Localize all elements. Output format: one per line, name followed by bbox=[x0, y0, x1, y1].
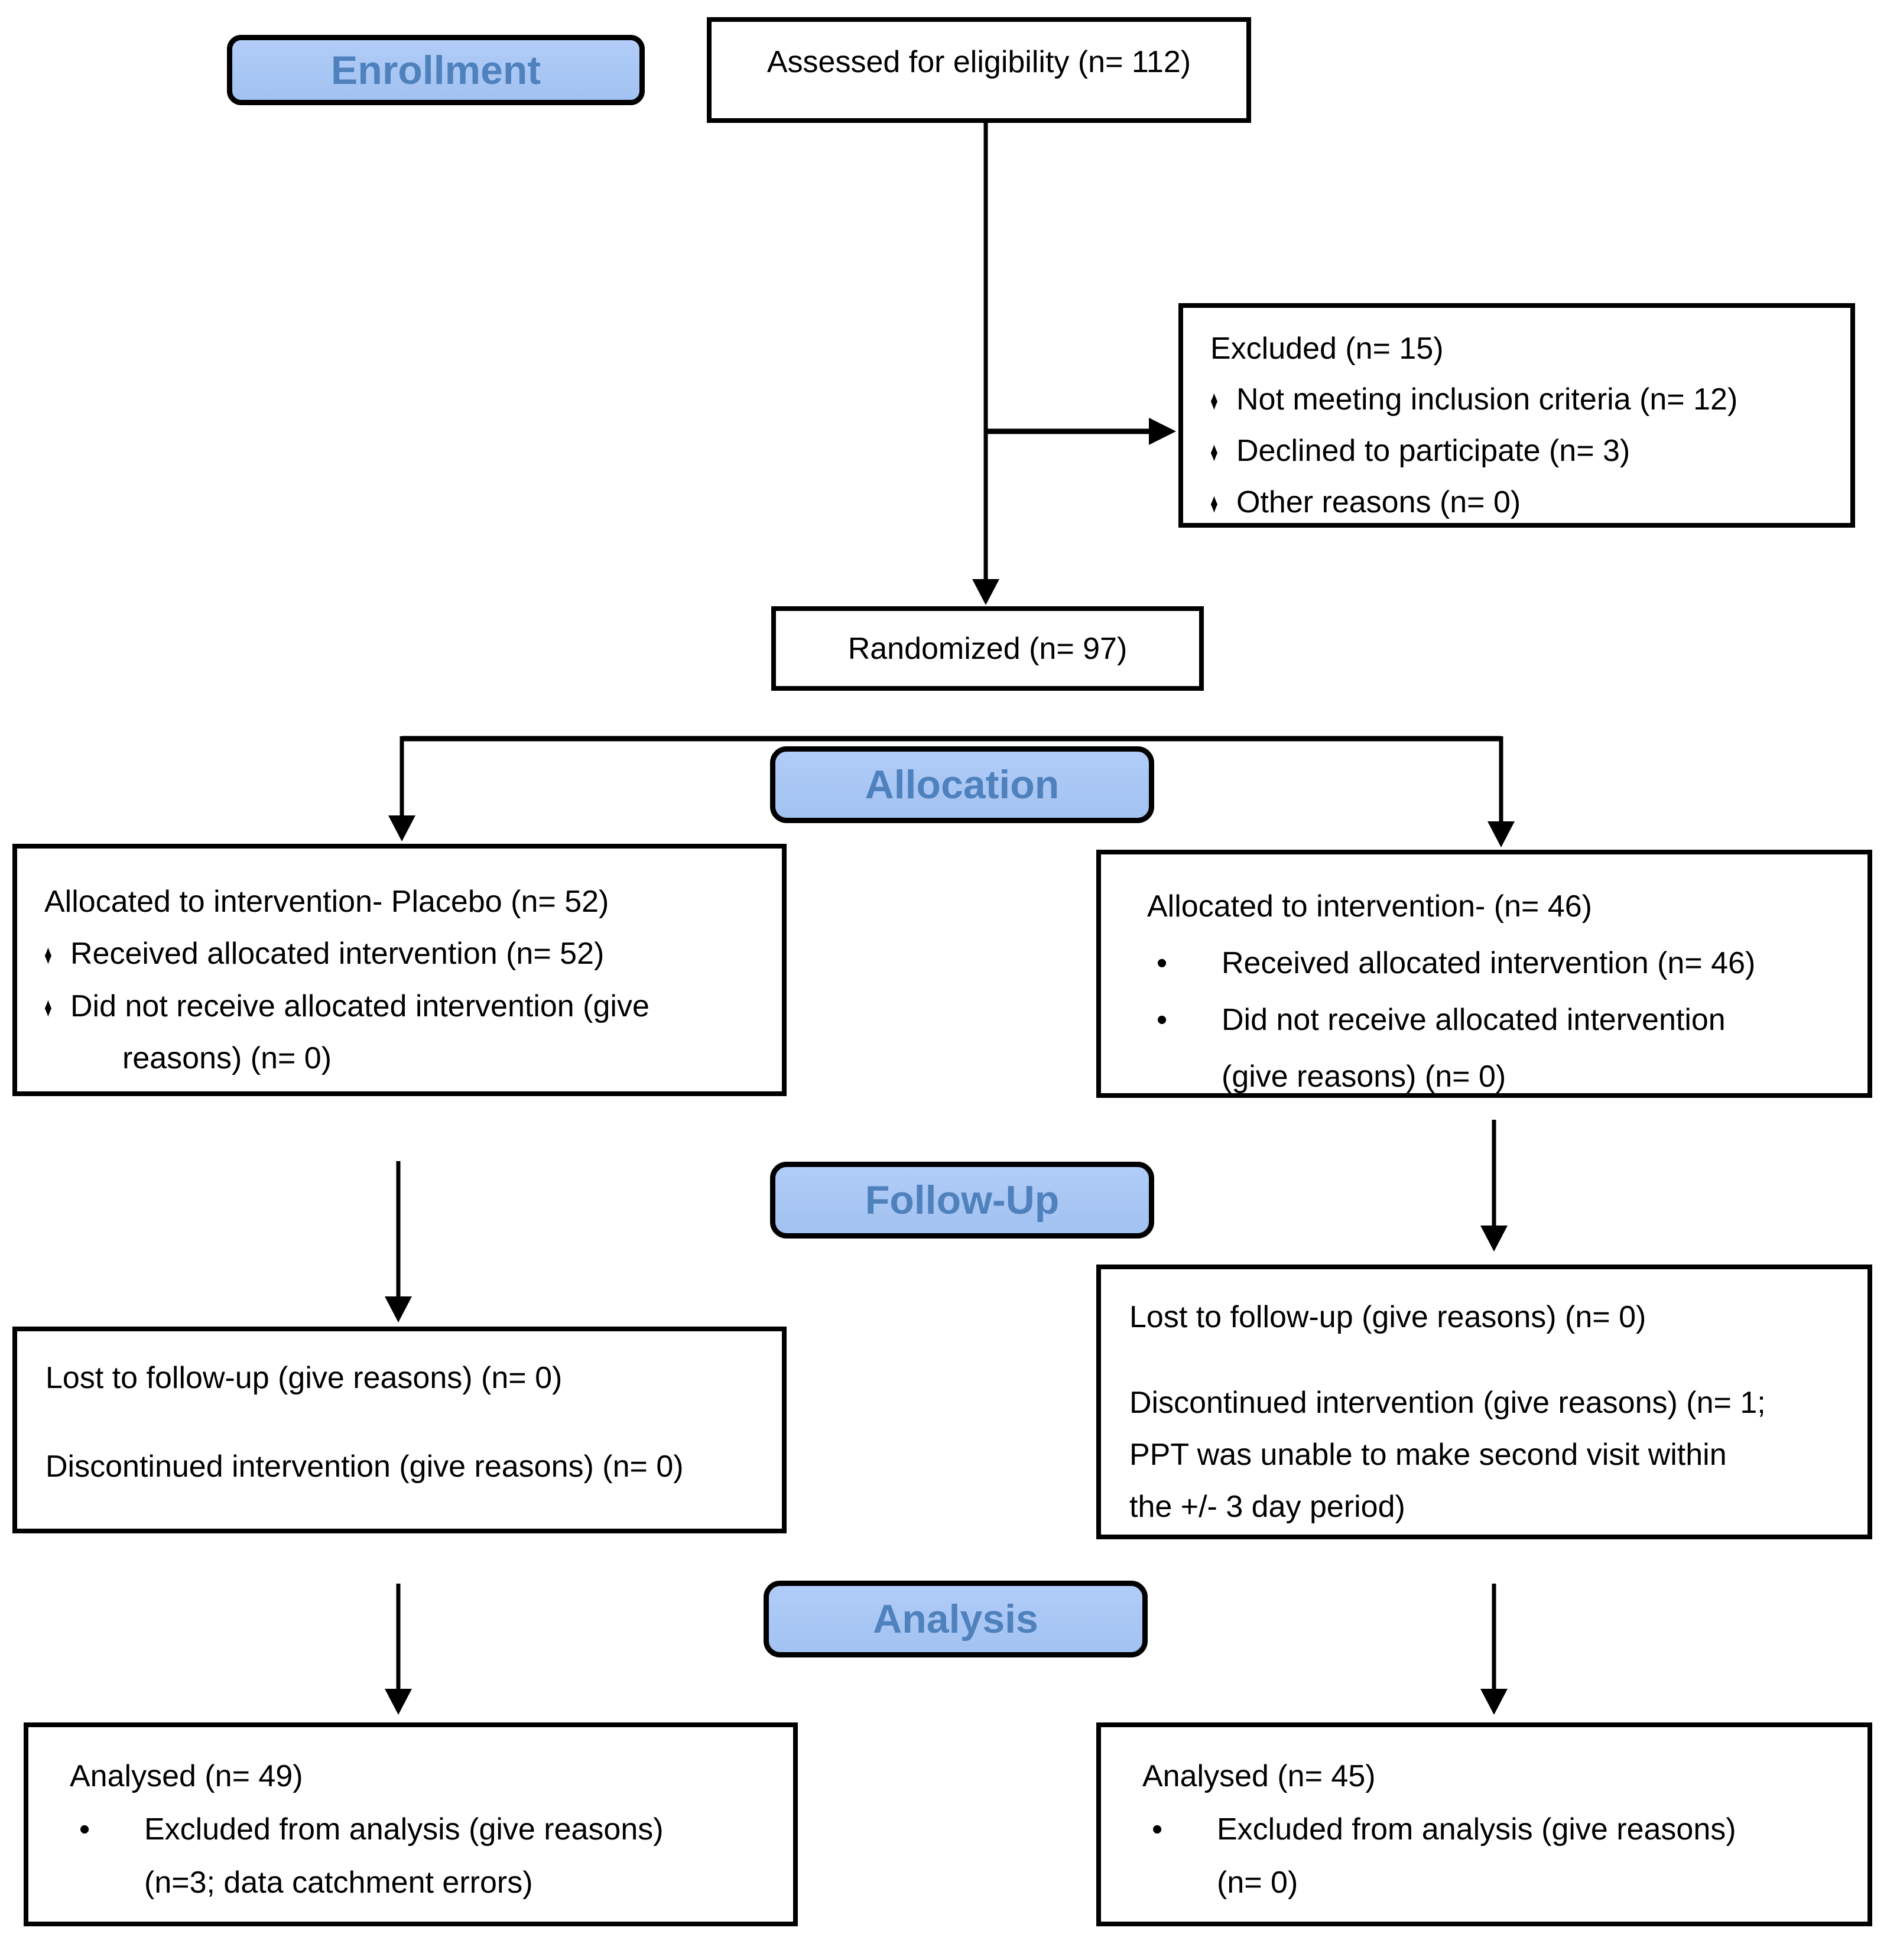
analysis-left-item: Excluded from analysis (give reasons) (n… bbox=[144, 1812, 664, 1900]
analysis-right-item: Excluded from analysis (give reasons) (n… bbox=[1217, 1812, 1736, 1900]
followup-right-line: Lost to follow-up (give reasons) (n= 0) bbox=[1129, 1300, 1646, 1334]
followup-intervention-box: Lost to follow-up (give reasons) (n= 0) … bbox=[1096, 1265, 1872, 1539]
dot-bullet-icon: • bbox=[1157, 946, 1168, 980]
list-item: • Excluded from analysis (give reasons) … bbox=[70, 1803, 781, 1909]
list-item: • Received allocated intervention (n= 46… bbox=[1147, 935, 1856, 992]
diamond-bullet-icon: ♦ bbox=[44, 939, 52, 970]
excluded-box: Excluded (n= 15) ♦ Not meeting inclusion… bbox=[1178, 303, 1855, 528]
list-item: • Did not receive allocated intervention… bbox=[1147, 992, 1856, 1105]
excluded-title: Excluded (n= 15) bbox=[1210, 331, 1444, 366]
diamond-bullet-icon: ♦ bbox=[44, 992, 52, 1022]
followup-right-line: Discontinued intervention (give reasons)… bbox=[1129, 1386, 1766, 1524]
dot-bullet-icon: • bbox=[79, 1812, 90, 1847]
analysis-right-title: Analysed (n= 45) bbox=[1142, 1759, 1376, 1793]
arrowhead-fu-right bbox=[1480, 1226, 1508, 1252]
diamond-bullet-icon: ♦ bbox=[1210, 487, 1218, 518]
arrowhead-randomized bbox=[972, 579, 999, 605]
dot-bullet-icon: • bbox=[1157, 1003, 1168, 1037]
allocation-right-item: Did not receive allocated intervention (… bbox=[1222, 1003, 1726, 1094]
assessed-box: Assessed for eligibility (n= 112) bbox=[707, 17, 1251, 123]
arrowhead-excluded bbox=[1149, 418, 1176, 445]
list-item: ♦ Declined to participate (n= 3) bbox=[1210, 425, 1839, 477]
randomized-text: Randomized (n= 97) bbox=[847, 631, 1128, 666]
list-item: ♦ Not meeting inclusion criteria (n= 12) bbox=[1210, 374, 1839, 425]
excluded-item: Not meeting inclusion criteria (n= 12) bbox=[1236, 382, 1738, 417]
excluded-item: Declined to participate (n= 3) bbox=[1236, 434, 1631, 468]
list-item: ♦ Did not receive allocated intervention… bbox=[44, 980, 768, 1084]
allocation-left-item: Did not receive allocated intervention (… bbox=[70, 989, 649, 1075]
allocation-left-item: Received allocated intervention (n= 52) bbox=[70, 937, 605, 971]
arrowhead-alloc-right bbox=[1487, 821, 1515, 847]
arrowhead-fu-left bbox=[385, 1296, 412, 1322]
diamond-bullet-icon: ♦ bbox=[1210, 385, 1218, 415]
analysis-intervention-box: Analysed (n= 45) • Excluded from analysi… bbox=[1096, 1722, 1872, 1926]
arrowhead-alloc-left bbox=[388, 815, 415, 841]
list-item: ♦ Other reasons (n= 0) bbox=[1210, 477, 1839, 528]
diamond-bullet-icon: ♦ bbox=[1210, 436, 1218, 467]
allocation-right-title: Allocated to intervention- (n= 46) bbox=[1147, 889, 1592, 924]
allocation-right-item: Received allocated intervention (n= 46) bbox=[1222, 946, 1756, 980]
dot-bullet-icon: • bbox=[1152, 1812, 1163, 1847]
stage-label-analysis: Analysis bbox=[764, 1581, 1148, 1657]
followup-left-line: Discontinued intervention (give reasons)… bbox=[46, 1449, 684, 1484]
excluded-item: Other reasons (n= 0) bbox=[1236, 485, 1521, 519]
list-item: ♦ Received allocated intervention (n= 52… bbox=[44, 928, 768, 980]
arrowhead-analysis-right bbox=[1480, 1689, 1508, 1715]
list-item: • Excluded from analysis (give reasons) … bbox=[1142, 1803, 1856, 1909]
followup-placebo-box: Lost to follow-up (give reasons) (n= 0) … bbox=[12, 1327, 787, 1533]
allocation-intervention-box: Allocated to intervention- (n= 46) • Rec… bbox=[1096, 850, 1872, 1098]
stage-label-followup: Follow-Up bbox=[770, 1162, 1154, 1239]
assessed-text: Assessed for eligibility (n= 112) bbox=[767, 45, 1191, 79]
randomized-box: Randomized (n= 97) bbox=[771, 606, 1204, 691]
followup-left-line: Lost to follow-up (give reasons) (n= 0) bbox=[46, 1361, 563, 1395]
stage-label-enrollment: Enrollment bbox=[227, 35, 645, 105]
allocation-placebo-box: Allocated to intervention- Placebo (n= 5… bbox=[12, 844, 787, 1096]
analysis-left-title: Analysed (n= 49) bbox=[70, 1759, 303, 1793]
arrowhead-analysis-left bbox=[385, 1689, 412, 1715]
analysis-placebo-box: Analysed (n= 49) • Excluded from analysi… bbox=[24, 1722, 798, 1926]
stage-label-allocation: Allocation bbox=[770, 746, 1154, 823]
allocation-left-title: Allocated to intervention- Placebo (n= 5… bbox=[44, 885, 609, 919]
